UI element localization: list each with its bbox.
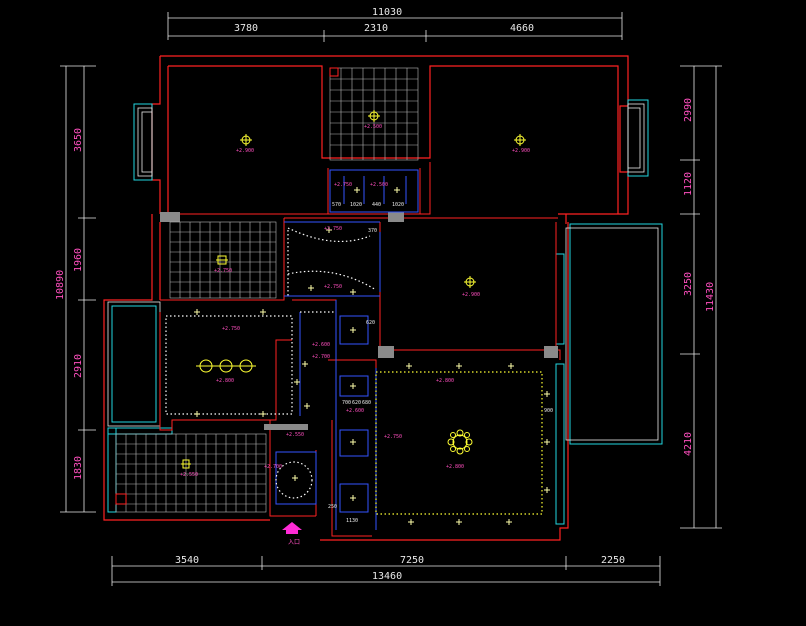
dim-bottom-3: 2250 [601, 555, 625, 566]
balcony-east [565, 223, 663, 445]
ceiling-height-room-center: +2.900 [462, 292, 480, 298]
right-dimension: 2990 1120 3250 4210 11430 [680, 65, 722, 529]
chandelier-icon [447, 429, 473, 455]
dim-left-4: 1830 [73, 456, 84, 480]
dim-bottom-1: 3540 [175, 555, 199, 566]
window-west-1 [133, 103, 153, 181]
dim-right-1: 2990 [683, 98, 694, 122]
dim-bottom-2: 7250 [400, 555, 424, 566]
lamp-icon [240, 134, 252, 146]
ceiling-height-living-top: +2.800 [436, 378, 454, 384]
ceiling-height-fixture-b: +2.500 [370, 182, 388, 188]
ceiling-height-stair-c: +2.700 [312, 354, 330, 360]
dim-right-total: 11430 [705, 282, 716, 312]
dim-top-total: 11030 [372, 7, 402, 18]
small-dim: 900 [544, 408, 553, 414]
ceiling-height-entry: +2.750 [384, 434, 402, 440]
outer-walls [103, 55, 629, 541]
ceiling-height-balcony: +2.550 [180, 472, 198, 478]
ceiling-lamps [181, 110, 526, 469]
ceiling-height-fixture: +2.750 [334, 182, 352, 188]
ceiling-height-bedroom-ne: +2.900 [512, 148, 530, 154]
dim-left-3: 2910 [73, 354, 84, 378]
lamp-icon [368, 110, 380, 122]
ceiling-height-bedroom-nw: +2.900 [236, 148, 254, 154]
dim-left-2: 1960 [73, 248, 84, 272]
dim-bottom-total: 13460 [372, 571, 402, 582]
left-dimension: 10890 3650 1960 2910 1830 [55, 65, 96, 513]
tile-grid-bath-w [169, 221, 277, 299]
ceiling-height-corridor-b: +2.750 [324, 284, 342, 290]
small-dim: 1020 [392, 202, 404, 208]
chandelier-icon [196, 359, 256, 373]
dim-top-1: 3780 [234, 23, 258, 34]
dim-left-1: 3650 [73, 128, 84, 152]
spot-lights [194, 187, 550, 525]
entrance-arrow-icon [282, 522, 302, 534]
ceiling-height-living: +2.800 [446, 464, 464, 470]
entrance-label: 入口 [288, 539, 300, 546]
dim-left-total: 10890 [55, 270, 66, 300]
dim-right-4: 4210 [683, 432, 694, 456]
window-east-1 [627, 99, 649, 177]
ceiling-height-bathroom-n: +2.500 [364, 124, 382, 130]
ceiling-height-corr-small: +2.550 [286, 432, 304, 438]
dim-top-3: 4660 [510, 23, 534, 34]
blue-fixtures [275, 169, 419, 530]
top-dimension: 11030 3780 2310 4660 [167, 7, 623, 42]
lamp-icon [181, 459, 191, 469]
small-dim: 700 [342, 400, 351, 406]
dim-right-3: 3250 [683, 272, 694, 296]
bottom-dimension: 3540 7250 2250 13460 [111, 555, 661, 586]
structural-columns [160, 212, 558, 430]
window-southwest [107, 427, 173, 513]
ceiling-height-stair-b: +2.600 [312, 342, 330, 348]
interior-walls [159, 162, 561, 537]
lamp-icon [216, 255, 228, 265]
window-east-living [555, 253, 565, 525]
small-dim: 1130 [346, 518, 358, 524]
balcony-west [107, 301, 161, 427]
ceiling-height-dining: +2.800 [216, 378, 234, 384]
small-dim: 1020 [350, 202, 362, 208]
ceiling-height-hall: +2.600 [346, 408, 364, 414]
entrance-marker: 入口 [282, 522, 302, 546]
level-labels: +2.900 +2.500 +2.900 +2.750 +2.750 +2.75… [180, 124, 530, 478]
small-dim: 620 [366, 320, 375, 326]
ceiling-height-corridor-a: +2.750 [324, 226, 342, 232]
small-dim: 620 [352, 400, 361, 406]
dim-right-2: 1120 [683, 172, 694, 196]
ceiling-height-bath-w: +2.750 [214, 268, 232, 274]
lamp-icon [514, 134, 526, 146]
lamp-icon [464, 276, 476, 288]
small-dim: 570 [332, 202, 341, 208]
small-dimensions: 570 1020 440 1020 370 700 620 680 620 11… [328, 202, 553, 524]
ceiling-height-stair-a: +2.750 [222, 326, 240, 332]
small-dim: 370 [368, 228, 377, 234]
ceiling-height-entry-b: +2.700 [264, 464, 282, 470]
small-dim: 680 [362, 400, 371, 406]
dim-top-2: 2310 [364, 23, 388, 34]
small-dim: 250 [328, 504, 337, 510]
small-dim: 440 [372, 202, 381, 208]
ceiling-outlines [165, 227, 543, 515]
